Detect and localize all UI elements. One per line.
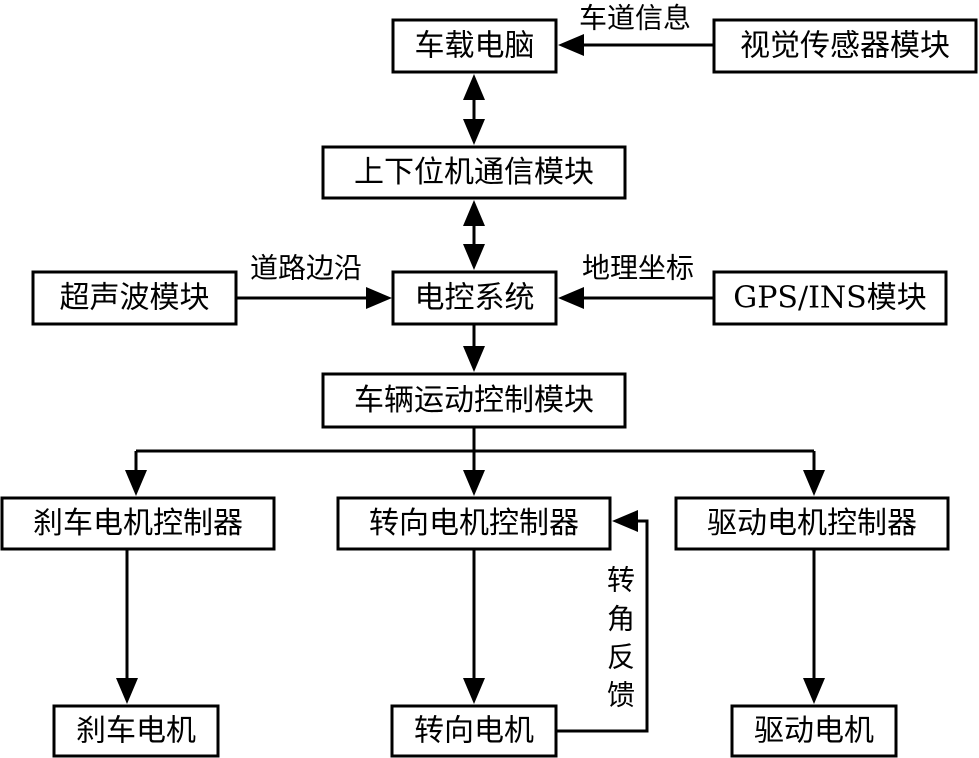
arrowhead-to-steer-controller	[463, 470, 485, 496]
arrowhead-gps-to-ecu	[558, 287, 584, 309]
arrowhead-pc-comm-up	[463, 74, 485, 100]
edge-label-road-edge: 道路边沿	[250, 252, 362, 285]
steer-feedback-char: 馈	[607, 679, 635, 712]
node-drive-controller: 驱动电机控制器	[674, 496, 950, 551]
steer-feedback-char: 反	[607, 641, 635, 674]
arrowhead-steer-feedback	[612, 510, 638, 532]
node-steer-motor-label: 转向电机	[414, 714, 534, 749]
edge-label-lane-info: 车道信息	[579, 2, 691, 35]
node-comm-module-label: 上下位机通信模块	[354, 155, 594, 190]
node-brake-motor-label: 刹车电机	[76, 714, 196, 749]
edge-label-geo-coords: 地理坐标	[582, 252, 694, 285]
node-drive-motor: 驱动电机	[730, 704, 898, 758]
arrowhead-pc-comm-down	[463, 119, 485, 145]
node-vision-sensor: 视觉传感器模块	[712, 18, 978, 74]
node-brake-controller: 刹车电机控制器	[0, 496, 276, 551]
arrowhead-comm-ecu-up	[463, 200, 485, 226]
node-comm-module: 上下位机通信模块	[321, 145, 627, 200]
node-ecu: 电控系统	[391, 270, 558, 326]
node-ecu-label: 电控系统	[415, 281, 535, 316]
node-gps-ins: GPS/INS模块	[712, 270, 948, 326]
node-gps-ins-label: GPS/INS模块	[733, 281, 926, 316]
arrowhead-ultrasonic-to-ecu	[366, 287, 392, 309]
node-drive-controller-label: 驱动电机控制器	[707, 506, 917, 541]
arrowhead-to-brake-controller	[125, 470, 147, 496]
arrowhead-brake-motor	[116, 678, 138, 704]
arrowhead-steer-motor	[463, 678, 485, 704]
steer-feedback-char: 转	[607, 564, 635, 597]
node-steer-motor: 转向电机	[390, 704, 558, 758]
arrowhead-drive-motor	[803, 678, 825, 704]
node-vision-sensor-label: 视觉传感器模块	[740, 29, 950, 64]
node-brake-motor: 刹车电机	[52, 704, 220, 758]
node-motion-control-label: 车辆运动控制模块	[354, 383, 594, 418]
node-onboard-pc: 车载电脑	[391, 18, 558, 74]
steer-feedback-loop	[556, 519, 649, 733]
node-steer-controller: 转向电机控制器	[336, 496, 612, 551]
edge-label-steer-feedback: 转 角 反 馈	[607, 564, 635, 712]
connectors	[116, 34, 825, 733]
node-steer-controller-label: 转向电机控制器	[369, 506, 579, 541]
arrowhead-to-drive-controller	[803, 470, 825, 496]
node-ultrasonic-label: 超声波模块	[60, 281, 210, 316]
node-ultrasonic: 超声波模块	[31, 270, 238, 326]
node-brake-controller-label: 刹车电机控制器	[33, 506, 243, 541]
node-motion-control: 车辆运动控制模块	[321, 372, 627, 429]
arrowhead-vision-to-pc	[558, 34, 584, 56]
arrowhead-comm-ecu-down	[463, 244, 485, 270]
node-onboard-pc-label: 车载电脑	[415, 29, 535, 64]
node-drive-motor-label: 驱动电机	[754, 714, 874, 749]
steer-feedback-char: 角	[607, 603, 635, 636]
arrowhead-ecu-to-motion	[463, 346, 485, 372]
